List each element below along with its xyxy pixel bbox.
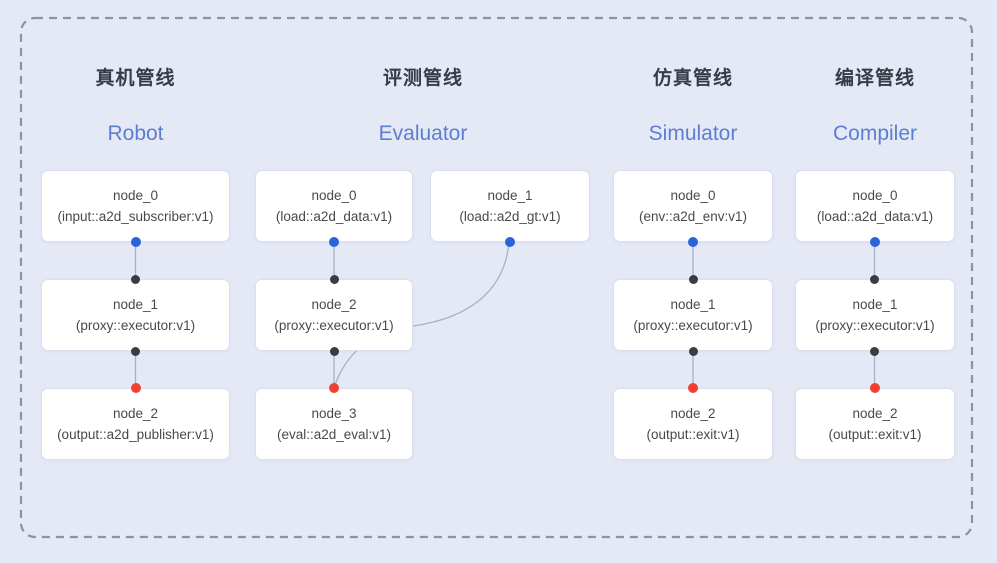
node-card-compiler-node2[interactable]: node_2 (output::exit:v1): [795, 388, 955, 460]
pipeline-title-en-evaluator: Evaluator: [378, 122, 468, 145]
node-type: (proxy::executor:v1): [815, 318, 935, 333]
node-card-simulator-node1[interactable]: node_1 (proxy::executor:v1): [613, 279, 773, 351]
node-type: (load::a2d_data:v1): [816, 209, 934, 224]
node-type: (load::a2d_data:v1): [275, 209, 393, 224]
port-dot-black: [131, 274, 140, 284]
node-card-evaluator-node3[interactable]: node_3 (eval::a2d_eval:v1): [255, 388, 413, 460]
node-type: (output::exit:v1): [828, 427, 922, 442]
port-dot-blue: [329, 237, 339, 247]
node-type: (proxy::executor:v1): [75, 318, 196, 333]
node-name: node_1: [487, 188, 533, 203]
port-dot-black: [688, 274, 698, 284]
node-type: (input::a2d_subscriber:v1): [57, 209, 214, 224]
port-dot-black: [870, 274, 879, 284]
node-type: (env::a2d_env:v1): [638, 209, 748, 224]
node-type: (proxy::executor:v1): [633, 318, 753, 333]
port-dot-blue: [869, 237, 880, 247]
node-name: node_0: [852, 188, 898, 203]
pipeline-title-cn-simulator: 仿真管线: [652, 68, 734, 89]
pipeline-title-en-compiler: Compiler: [832, 122, 918, 145]
pipeline-title-en-robot: Robot: [107, 122, 164, 145]
node-card-robot-node2[interactable]: node_2 (output::a2d_publisher:v1): [41, 388, 230, 460]
port-dot-red: [688, 383, 698, 393]
node-type: (output::a2d_publisher:v1): [57, 427, 214, 442]
node-name: node_1: [670, 297, 716, 312]
node-name: node_3: [311, 406, 357, 421]
node-name: node_0: [670, 188, 716, 203]
node-card-simulator-node0[interactable]: node_0 (env::a2d_env:v1): [613, 170, 773, 242]
port-dot-black: [329, 346, 339, 356]
node-card-robot-node1[interactable]: node_1 (proxy::executor:v1): [41, 279, 230, 351]
node-card-simulator-node2[interactable]: node_2 (output::exit:v1): [613, 388, 773, 460]
node-name: node_0: [311, 188, 357, 203]
node-type: (proxy::executor:v1): [274, 318, 394, 333]
pipeline-title-cn-robot: 真机管线: [95, 68, 176, 89]
dashed-border: [19, 16, 974, 539]
pipeline-title-en-simulator: Simulator: [648, 122, 738, 145]
port-dot-black: [131, 346, 140, 356]
node-type: (output::exit:v1): [646, 427, 740, 442]
port-dot-blue: [505, 237, 515, 247]
node-name: node_2: [670, 406, 716, 421]
port-dot-black: [688, 346, 698, 356]
node-card-compiler-node1[interactable]: node_1 (proxy::executor:v1): [795, 279, 955, 351]
port-dot-black: [870, 346, 879, 356]
node-name: node_1: [852, 297, 898, 312]
port-dot-blue: [130, 237, 141, 247]
pipeline-title-cn-compiler: 编译管线: [834, 68, 916, 89]
node-type: (load::a2d_gt:v1): [459, 209, 561, 224]
node-card-robot-node0[interactable]: node_0 (input::a2d_subscriber:v1): [41, 170, 230, 242]
pipeline-title-cn-evaluator: 评测管线: [382, 68, 464, 89]
node-card-evaluator-node0[interactable]: node_0 (load::a2d_data:v1): [255, 170, 413, 242]
port-dot-red: [130, 383, 141, 393]
node-name: node_1: [112, 297, 159, 312]
node-name: node_0: [112, 188, 159, 203]
node-card-evaluator-node2[interactable]: node_2 (proxy::executor:v1): [255, 279, 413, 351]
node-name: node_2: [311, 297, 357, 312]
node-name: node_2: [852, 406, 898, 421]
node-card-compiler-node0[interactable]: node_0 (load::a2d_data:v1): [795, 170, 955, 242]
port-dot-blue: [688, 237, 698, 247]
edge-evaluator-1-3-curve: [333, 241, 510, 389]
port-dot-red: [869, 383, 880, 393]
port-dot-black: [329, 274, 339, 284]
node-card-evaluator-node1[interactable]: node_1 (load::a2d_gt:v1): [430, 170, 590, 242]
node-name: node_2: [112, 406, 159, 421]
port-dot-red: [329, 383, 339, 393]
node-type: (eval::a2d_eval:v1): [276, 427, 392, 442]
